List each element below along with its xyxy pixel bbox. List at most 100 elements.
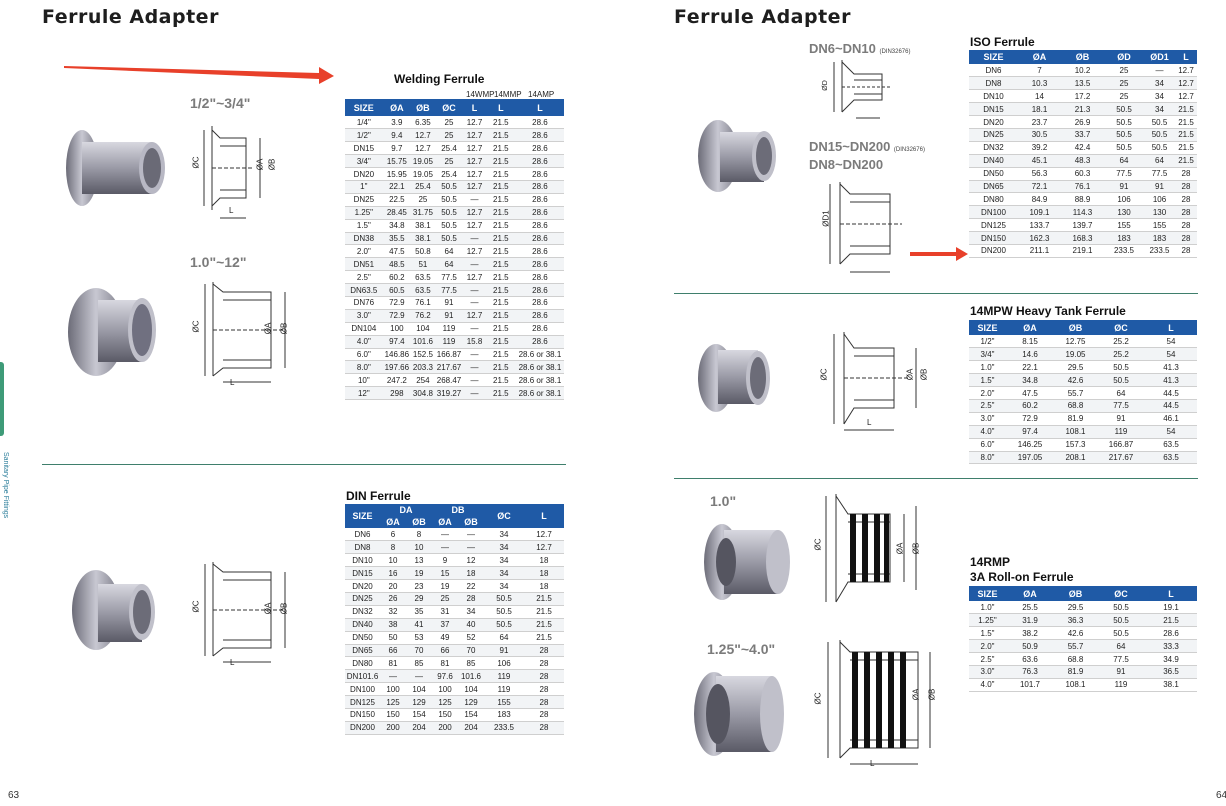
table-cell: DN104 (345, 322, 383, 336)
table-cell: 81.9 (1054, 412, 1097, 426)
table-cell: 168.3 (1061, 231, 1104, 245)
table-cell: DN8 (969, 76, 1018, 91)
table-cell: 3/4" (969, 347, 1006, 362)
table-cell: 21.5 (485, 219, 516, 233)
din-col-db-b: ØB (458, 516, 484, 528)
table-cell: 19 (432, 579, 458, 593)
table-cell: DN15 (345, 141, 383, 156)
table-cell: 28 (1175, 231, 1197, 245)
table-cell: 21.5 (1175, 115, 1197, 129)
pointer-arrow-icon (910, 247, 968, 261)
table-cell: 28.6 (515, 322, 564, 336)
drawing-label-l-2: L (230, 378, 235, 387)
table-cell: 10.2 (1061, 64, 1104, 78)
table-cell: 12.7 (1175, 89, 1197, 104)
table-cell: 25.5 (1006, 601, 1054, 615)
table-cell: 39.2 (1018, 141, 1061, 155)
table-cell: 88.9 (1061, 192, 1104, 207)
welding-ferrule-table-col-header: ØC (434, 99, 464, 116)
table-cell: 319.27 (434, 386, 464, 401)
right-section-divider-1 (674, 293, 1198, 294)
heavy-tank-ferrule-table-col-header: ØB (1054, 320, 1097, 335)
table-cell: 133.7 (1018, 218, 1061, 233)
table-cell: 8.15 (1006, 335, 1054, 349)
din-drawing (204, 562, 286, 663)
table-cell: 42.4 (1061, 141, 1104, 155)
table-cell: 54 (1145, 425, 1197, 439)
table-cell: 12.7 (463, 141, 486, 156)
table-cell: 28.6 (515, 193, 564, 207)
table-cell: DN200 (345, 721, 380, 735)
table-cell: 28.6 (515, 257, 564, 272)
table-cell: 217.67 (1097, 451, 1145, 465)
table-cell: 35.5 (382, 232, 412, 246)
iso-size-range-1-note: (DIN32676) (879, 49, 911, 55)
table-cell: 44.5 (1145, 386, 1197, 400)
table-cell: DN51 (345, 257, 383, 272)
table-cell: 233.5 (1104, 244, 1144, 258)
table-cell: 166.87 (1097, 438, 1145, 452)
table-cell: 101.6 (458, 669, 484, 684)
table-cell: 233.5 (484, 721, 524, 735)
left-section-divider (42, 464, 566, 465)
table-cell: — (463, 232, 486, 246)
table-cell: 21.5 (524, 631, 564, 645)
table-cell: 81.9 (1054, 665, 1097, 679)
table-cell: 23 (406, 579, 432, 593)
din-group-da: DA (380, 504, 432, 516)
table-cell: 104 (458, 682, 484, 697)
table-cell: 34.8 (1006, 373, 1054, 388)
table-cell: 28.6 (515, 167, 564, 181)
table-cell: 64 (434, 244, 464, 259)
rollon-size-range-2: 1.25"~4.0" (707, 641, 776, 657)
table-cell: 50.8 (411, 244, 435, 259)
table-cell: 64 (1097, 386, 1145, 400)
heavy-tank-ferrule-table-col-header: ØA (1006, 320, 1054, 335)
table-cell: 34 (458, 605, 484, 619)
table-cell: 3.0" (969, 665, 1006, 679)
table-cell: 64 (484, 631, 524, 645)
table-cell: 10 (380, 553, 406, 568)
table-cell: 15.8 (463, 335, 486, 349)
table-cell: 21.5 (524, 605, 564, 619)
table-cell: 76.3 (1006, 665, 1054, 679)
table-cell: 119 (484, 669, 524, 684)
table-cell: DN25 (345, 193, 383, 207)
table-cell: 298 (382, 386, 412, 401)
table-cell: 10.3 (1018, 76, 1061, 91)
table-cell: 104 (406, 682, 432, 697)
table-cell: 70 (458, 644, 484, 658)
table-cell: 34 (484, 528, 524, 542)
table-cell: 268.47 (434, 373, 464, 388)
table-cell: 63.5 (1145, 438, 1197, 452)
table-cell: DN25 (345, 592, 380, 606)
table-cell: 197.05 (1006, 451, 1054, 465)
table-cell: 183 (1144, 231, 1175, 245)
table-cell: 44.5 (1145, 399, 1197, 413)
table-cell: 12.7 (1175, 76, 1197, 91)
table-cell: 34 (484, 540, 524, 555)
table-cell: 28.6 (515, 335, 564, 349)
table-cell: 119 (434, 322, 464, 336)
table-cell: 106 (1104, 192, 1144, 207)
table-cell: 85 (458, 656, 484, 671)
table-cell: 50.5 (434, 232, 464, 246)
welding-drawing-small (203, 126, 261, 219)
table-cell: 50.5 (434, 193, 464, 207)
